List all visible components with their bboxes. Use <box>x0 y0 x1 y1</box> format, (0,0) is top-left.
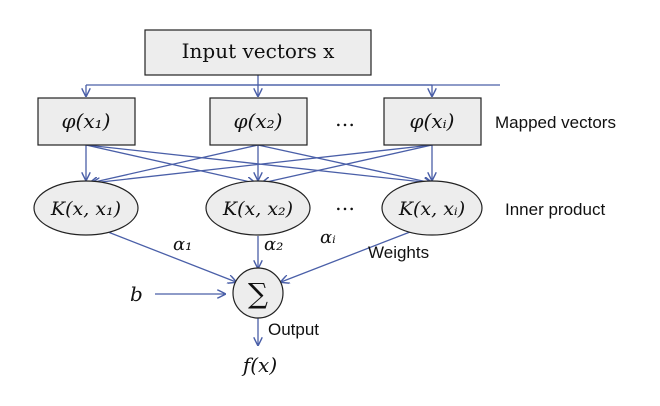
arrow-ki-sum <box>281 231 411 282</box>
sum-circle <box>232 267 284 319</box>
mapped-label-i: φ(xᵢ) <box>410 109 455 133</box>
mapped-label-2: φ(x₂) <box>234 109 283 133</box>
kernel-side-label: Inner product <box>505 200 605 219</box>
mapped-side-label: Mapped vectors <box>495 113 616 132</box>
kernel-layer: K(x, x₁) K(x, x₂) … K(x, xᵢ) Inner produ… <box>33 180 605 236</box>
arrow-m2-k1 <box>90 144 259 183</box>
kernel-node-i <box>381 180 483 236</box>
input-label: Input vectors x <box>182 39 335 63</box>
mapped-layer: φ(x₁) φ(x₂) … φ(xᵢ) Mapped vectors <box>37 97 616 146</box>
mapped-ellipsis: … <box>335 107 355 131</box>
input-node: Input vectors x <box>144 29 372 76</box>
output-result: f(x) <box>241 353 277 377</box>
arrow-k1-sum <box>107 231 236 282</box>
input-box <box>144 29 372 76</box>
mapped-box-2 <box>209 97 308 146</box>
arrow-mi-k2 <box>262 144 433 183</box>
kernel-label-1: K(x, x₁) <box>50 198 121 220</box>
weights-layer: α₁ α₂ αᵢ Weights <box>173 227 429 262</box>
kernel-node-1 <box>33 180 139 236</box>
sum-node: ∑ <box>232 267 284 319</box>
mapped-box-i <box>383 97 482 146</box>
kernel-node-2 <box>205 180 311 236</box>
weight-alpha-i: αᵢ <box>320 227 336 248</box>
weight-alpha-2: α₂ <box>264 234 283 255</box>
kernel-label-i: K(x, xᵢ) <box>398 198 465 220</box>
mapped-box-1 <box>37 97 136 146</box>
kernel-ellipsis: … <box>335 191 355 215</box>
bias-label: b <box>130 282 143 306</box>
weights-label: Weights <box>368 243 429 262</box>
mapped-label-1: φ(x₁) <box>62 109 111 133</box>
arrow-mi-k1 <box>92 144 433 183</box>
output-label: Output <box>268 320 319 339</box>
weight-alpha-1: α₁ <box>173 234 192 255</box>
kernel-label-2: K(x, x₂) <box>222 198 293 220</box>
arrow-m1-k2 <box>85 144 255 183</box>
sum-symbol: ∑ <box>248 277 268 310</box>
connections <box>86 75 500 345</box>
